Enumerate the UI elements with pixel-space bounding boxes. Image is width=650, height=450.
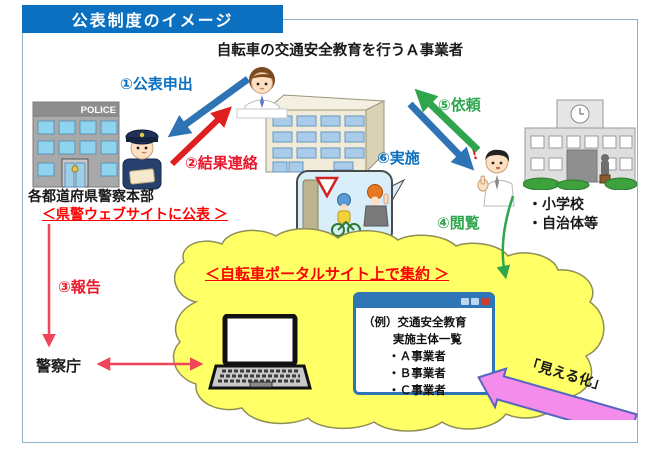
step-report-label: ③報告 [58,279,101,296]
portal-browser-window: （例）交通安全教育 実施主体一覧 ・Ａ事業者 ・Ｂ事業者 ・Ｃ事業者 [353,292,495,397]
bicycle-education-scene [296,170,406,244]
window-content: （例）交通安全教育 実施主体一覧 ・Ａ事業者 ・Ｂ事業者 ・Ｃ事業者 [356,308,492,400]
school-building-illustration [523,99,637,190]
school-item-elementary: ・小学校 [528,196,584,212]
police-publish-note: ＜県警ウェブサイトに公表 ＞ [42,206,228,222]
maximize-icon [471,298,479,305]
police-hq-label: 各都道府県警察本部 [28,188,154,204]
window-titlebar [356,295,492,308]
step-view-label: ④閲覧 [437,215,480,232]
window-line: 実施主体一覧 [392,334,462,346]
close-icon [481,298,489,305]
police-sign-label: POLICE [81,105,116,116]
business-person-illustration [236,67,288,119]
step-apply-label: ①公表申出 [120,76,193,93]
window-line: （例）交通安全教育 [363,317,467,329]
step-result-label: ②結果連絡 [185,155,258,172]
business-building-illustration [264,94,386,174]
window-line: ・Ａ事業者 [388,351,446,363]
step-implement-label: ⑥実施 [377,150,420,167]
outer-frame [22,19,638,443]
school-item-municipality: ・自治体等 [528,215,598,231]
laptop-illustration [208,314,312,390]
cloud-aggregation-label: ＜自転車ポータルサイト上で集約 ＞ [205,266,450,283]
police-officer-illustration [122,129,162,190]
minimize-icon [461,298,469,305]
business-a-heading: 自転車の交通安全教育を行うＡ事業者 [216,43,464,59]
window-line: ・Ｃ事業者 [388,385,446,397]
police-building-illustration: POLICE [32,101,120,188]
step-request-label: ⑤依頼 [438,97,481,114]
npa-label: 警察庁 [36,358,82,375]
page-title: 公表制度のイメージ [22,5,283,33]
window-line: ・Ｂ事業者 [388,368,446,380]
